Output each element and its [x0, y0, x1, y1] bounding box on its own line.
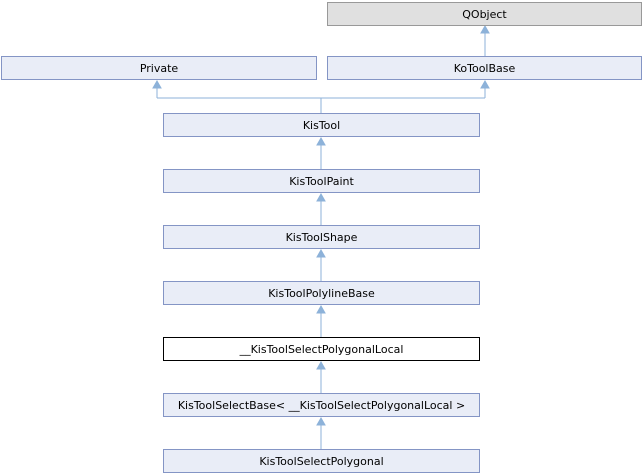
arrowhead-kistool [316, 136, 326, 146]
node-kotoolbase[interactable]: KoToolBase [327, 56, 642, 80]
node-kistoolselectbase[interactable]: KisToolSelectBase< __KisToolSelectPolygo… [163, 393, 480, 417]
node-kistool[interactable]: KisTool [163, 113, 480, 137]
arrowhead-kistoolshape [316, 248, 326, 258]
arrowhead-qobject [480, 24, 490, 34]
arrowhead-private [152, 79, 162, 89]
node-kistoolselectpolygonallocal: __KisToolSelectPolygonalLocal [163, 337, 480, 361]
arrowhead-local [316, 360, 326, 370]
node-kistoolpaint[interactable]: KisToolPaint [163, 169, 480, 193]
arrowhead-kotoolbase [480, 79, 490, 89]
node-kistoolpolylinebase[interactable]: KisToolPolylineBase [163, 281, 480, 305]
node-kistoolselectpolygonal[interactable]: KisToolSelectPolygonal [163, 449, 480, 473]
node-kistoolshape[interactable]: KisToolShape [163, 225, 480, 249]
arrowhead-kistoolpaint [316, 192, 326, 202]
arrowhead-kistoolpolylinebase [316, 304, 326, 314]
arrowhead-selectbase [316, 416, 326, 426]
node-private[interactable]: Private [1, 56, 317, 80]
node-qobject[interactable]: QObject [327, 2, 642, 26]
